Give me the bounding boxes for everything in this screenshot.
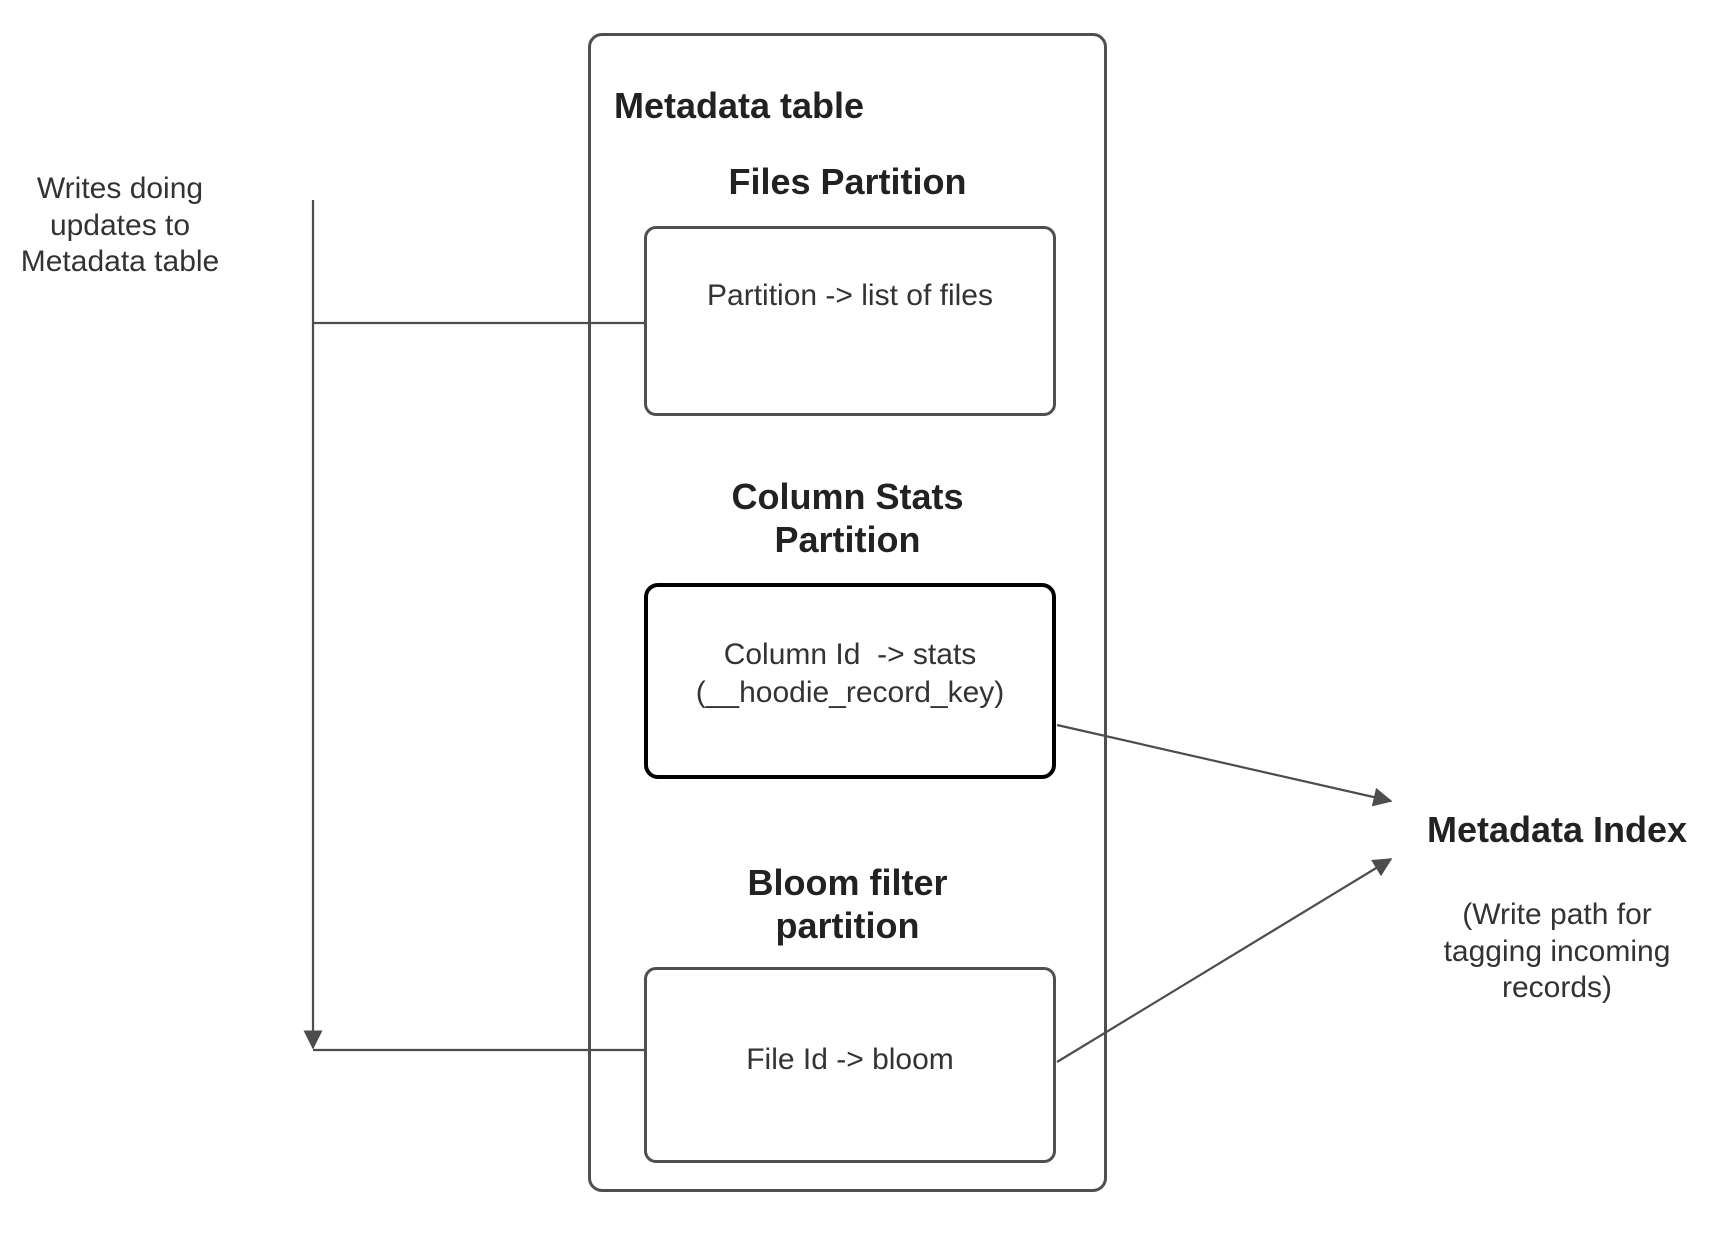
column-stats-partition-box <box>644 583 1056 779</box>
bloom-to-index-arrow <box>1056 858 1393 1063</box>
bloom-partition-body: File Id -> bloom <box>746 1043 954 1076</box>
files-partition-body: Partition -> list of files <box>707 279 993 312</box>
bloom-partition-box <box>644 967 1056 1163</box>
files-partition-box <box>644 226 1056 416</box>
writes-updates-note: Writes doing updates to Metadata table <box>20 172 220 278</box>
column-stats-partition-body: Column Id -> stats (__hoodie_record_key) <box>695 638 1005 709</box>
column-stats-to-index-arrow <box>1056 723 1393 807</box>
metadata-index-subtitle: (Write path for tagging incoming records… <box>1443 898 1671 1004</box>
files-partition-heading: Files Partition <box>728 161 967 202</box>
metadata-table-title: Metadata table <box>614 85 865 126</box>
bloom-partition-heading: Bloom filter partition <box>747 862 948 946</box>
metadata-index-title: Metadata Index <box>1426 809 1688 850</box>
column-stats-partition-heading: Column Stats Partition <box>731 476 964 560</box>
